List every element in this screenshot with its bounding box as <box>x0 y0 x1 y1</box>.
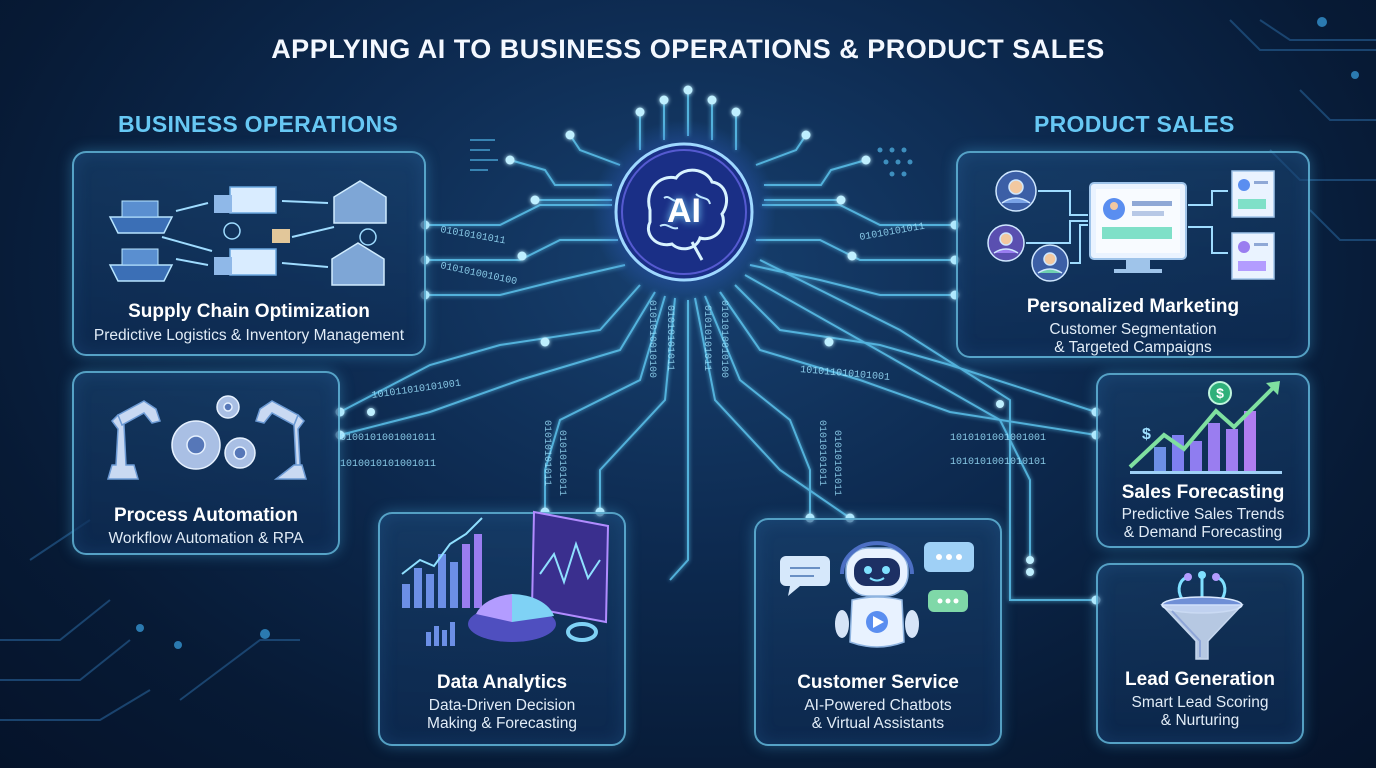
card-subtitle-line-2: & Virtual Assistants <box>811 715 945 732</box>
binary-text: 101011010101001 <box>800 365 891 384</box>
card-subtitle-line-1: Predictive Sales Trends <box>1121 506 1285 523</box>
hub-decor-dashes <box>470 139 498 171</box>
binary-text: 01010101011 <box>541 420 552 486</box>
binary-text: 0100101001001011 <box>340 433 436 444</box>
binary-text: 1010101001010101 <box>950 457 1046 468</box>
binary-text: 01010101011 <box>439 225 506 247</box>
binary-text: 0101010010100 <box>718 300 729 378</box>
binary-text: 01010101011 <box>664 305 675 371</box>
sales-growth-icon: $ $ <box>1128 381 1282 474</box>
section-heading-product-sales: PRODUCT SALES <box>1034 111 1235 137</box>
binary-text: 01010101011 <box>816 420 827 486</box>
analytics-charts-icon <box>401 510 610 646</box>
card-title: Customer Service <box>797 672 959 693</box>
section-heading-business-operations: BUSINESS OPERATIONS <box>118 111 399 137</box>
svg-text:$: $ <box>1216 385 1224 401</box>
ai-brain-icon <box>614 142 754 282</box>
binary-text: 01010101011 <box>556 430 567 496</box>
card-title: Lead Generation <box>1125 669 1275 690</box>
card-subtitle-line-2: & Targeted Campaigns <box>1054 339 1212 356</box>
robot-arm-gears-icon <box>107 395 307 480</box>
card-title: Supply Chain Optimization <box>128 301 370 322</box>
card-subtitle-line-2: & Demand Forecasting <box>1123 524 1283 541</box>
card-lead-generation: Lead Generation Smart Lead Scoring & Nur… <box>1096 563 1304 744</box>
corner-circuit-dots <box>136 17 1359 649</box>
card-subtitle-line-1: Smart Lead Scoring <box>1131 694 1269 711</box>
binary-text: 01010101011 <box>831 430 842 496</box>
card-subtitle-line-1: AI-Powered Chatbots <box>804 697 952 714</box>
page-title: APPLYING AI TO BUSINESS OPERATIONS & PRO… <box>271 34 1105 64</box>
card-subtitle-line-1: Customer Segmentation <box>1049 321 1217 338</box>
card-subtitle: Predictive Logistics & Inventory Managem… <box>93 327 405 344</box>
targeted-marketing-icon <box>987 170 1275 282</box>
svg-text:$: $ <box>1142 426 1151 443</box>
binary-text: 101011010101001 <box>371 379 462 402</box>
binary-text: 1010101001001001 <box>950 433 1046 444</box>
card-title: Data Analytics <box>436 672 568 693</box>
card-title: Sales Forecasting <box>1121 482 1285 503</box>
supply-chain-icon <box>108 180 387 286</box>
funnel-icon <box>1160 571 1244 660</box>
binary-text: 0101010010100 <box>439 261 518 288</box>
ai-hub: AI <box>610 138 758 286</box>
card-sales-forecasting: $ $ Sales Forecasting Predictive Sales T… <box>1096 373 1310 548</box>
card-title: Process Automation <box>113 505 299 526</box>
card-title: Personalized Marketing <box>1026 296 1240 317</box>
connection-lines <box>339 90 1097 601</box>
card-subtitle-line-2: Making & Forecasting <box>427 715 577 732</box>
binary-text: 0101010010100 <box>646 300 657 378</box>
card-subtitle-line-1: Data-Driven Decision <box>428 697 576 714</box>
binary-text: 01010101011 <box>859 222 926 244</box>
card-subtitle: Workflow Automation & RPA <box>108 530 304 547</box>
card-supply-chain: Supply Chain Optimization Predictive Log… <box>72 151 426 356</box>
chatbot-icon <box>780 541 974 648</box>
card-subtitle-line-2: & Nurturing <box>1160 712 1240 729</box>
card-personalized-marketing: Personalized Marketing Customer Segmenta… <box>956 151 1310 358</box>
card-process-automation: Process Automation Workflow Automation &… <box>72 371 340 555</box>
hub-decor-dots <box>877 147 913 177</box>
card-data-analytics: Data Analytics Data-Driven Decision Maki… <box>378 510 626 746</box>
binary-text: 1010010101001011 <box>340 459 436 470</box>
binary-text: 01010101011 <box>701 305 712 371</box>
ai-hub-label: AI <box>667 192 701 230</box>
card-customer-service: Customer Service AI-Powered Chatbots & V… <box>754 518 1002 746</box>
